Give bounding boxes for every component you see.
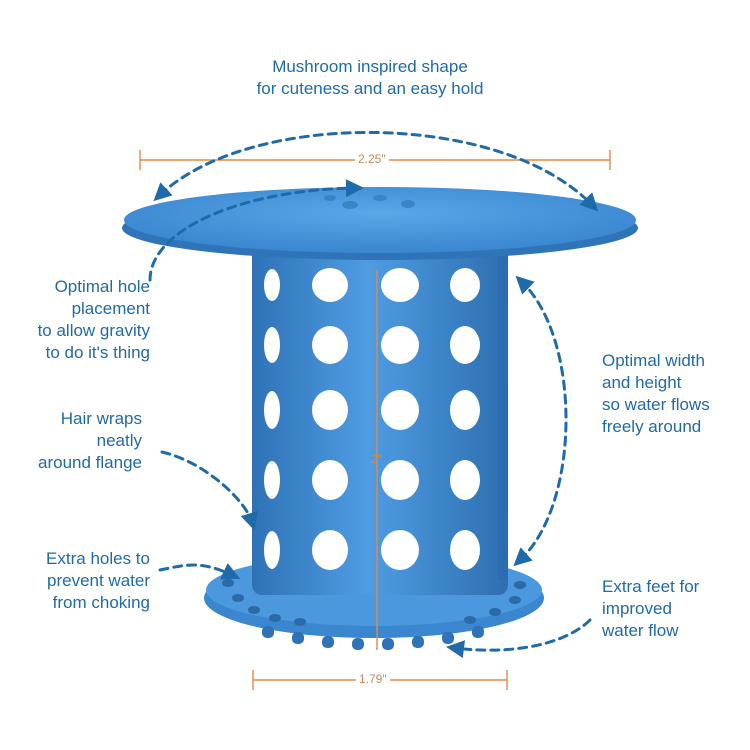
callout-line: placement: [71, 299, 150, 318]
dimension-height: 2": [371, 452, 382, 466]
callout-extra-feet: Extra feet for improved water flow: [602, 576, 742, 642]
callout-line: around flange: [38, 453, 142, 472]
callout-line: water flow: [602, 621, 679, 640]
dimension-top-width: 2.25": [355, 152, 389, 166]
callout-hair-wraps: Hair wraps neatly around flange: [10, 408, 142, 474]
callout-line: for cuteness and an easy hold: [256, 79, 484, 98]
callout-line: so water flows: [602, 395, 710, 414]
callout-line: and height: [602, 373, 682, 392]
callout-line: Extra holes to: [46, 549, 150, 568]
callout-line: Extra feet for: [602, 577, 700, 596]
callout-line: freely around: [602, 417, 702, 436]
mushroom-cap: [122, 187, 638, 260]
callout-line: from choking: [52, 593, 150, 612]
callout-width-height: Optimal width and height so water flows …: [602, 350, 742, 438]
callout-extra-holes: Extra holes to prevent water from chokin…: [10, 548, 150, 614]
callout-line: prevent water: [47, 571, 150, 590]
callout-hole-placement: Optimal hole placement to allow gravity …: [10, 276, 150, 364]
callout-line: to do it's thing: [45, 343, 150, 362]
callout-line: to allow gravity: [37, 321, 150, 340]
callout-line: Hair wraps: [60, 409, 142, 428]
callout-line: Mushroom inspired shape: [272, 57, 468, 76]
callout-line: Optimal width: [602, 351, 705, 370]
callout-line: neatly: [96, 431, 142, 450]
callout-arrows: [148, 130, 599, 659]
callout-line: Optimal hole: [54, 277, 150, 296]
callout-mushroom-shape: Mushroom inspired shape for cuteness and…: [200, 56, 540, 100]
dimension-bottom-width: 1.79": [356, 672, 390, 686]
callout-line: improved: [602, 599, 672, 618]
strainer-body: [252, 240, 508, 595]
